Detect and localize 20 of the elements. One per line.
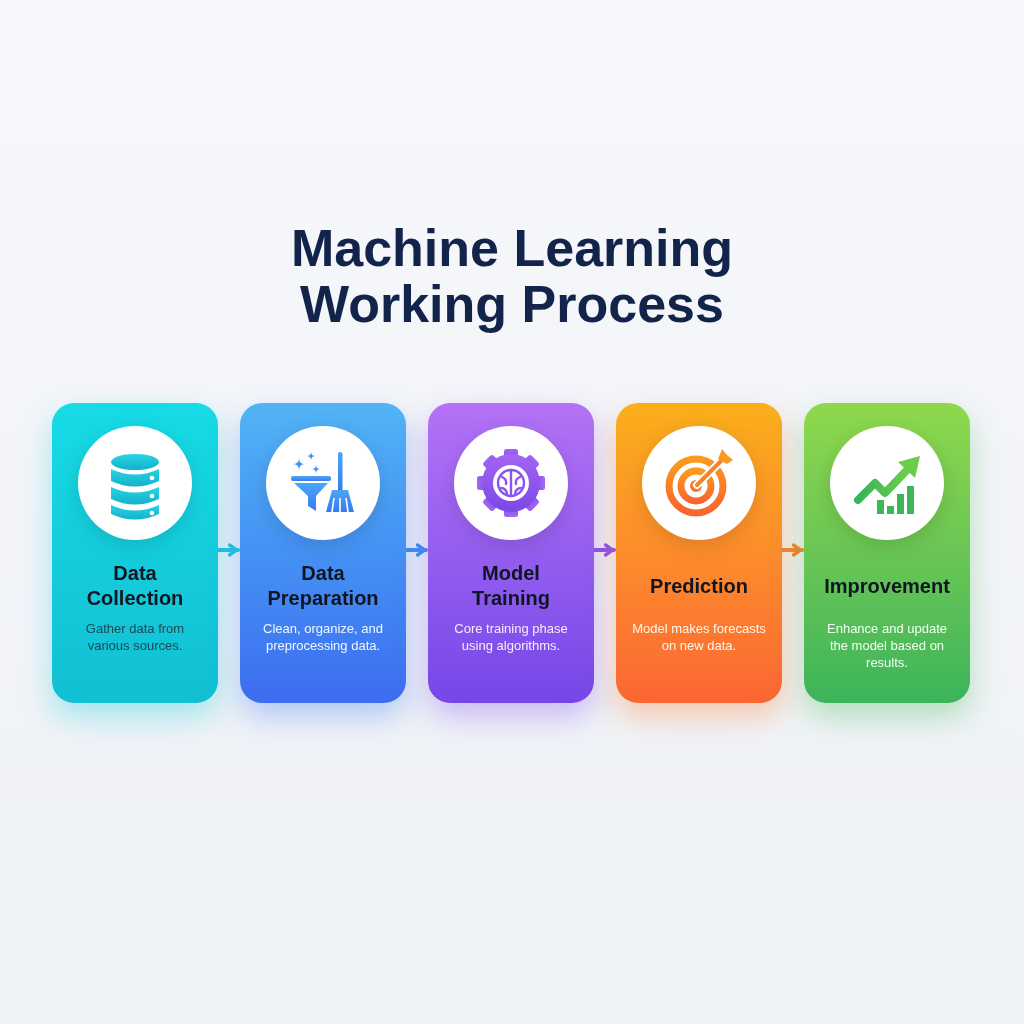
step-title: Prediction [649, 573, 749, 599]
process-card [804, 403, 970, 703]
step-description: Core training phase using algorithms. [453, 620, 569, 654]
step-description: Model makes forecasts on new data. [631, 620, 767, 654]
step-title: Improvement [823, 573, 951, 599]
step-description: Gather data from various sources. [84, 620, 186, 654]
process-card [52, 403, 218, 703]
arrow [216, 543, 240, 557]
step-title: Data Preparation [266, 561, 380, 611]
step-description: Clean, organize, and preprocessing data. [262, 620, 384, 654]
step-title: Model Training [471, 561, 551, 611]
step-title: Data Collection [85, 561, 185, 611]
step-description: Enhance and update the model based on results. [826, 620, 948, 671]
arrow [780, 543, 804, 557]
arrow [592, 543, 616, 557]
arrow [404, 543, 428, 557]
process-card [428, 403, 594, 703]
process-card [616, 403, 782, 703]
diagram-title: Machine Learning Working Process [289, 220, 735, 332]
process-card [240, 403, 406, 703]
